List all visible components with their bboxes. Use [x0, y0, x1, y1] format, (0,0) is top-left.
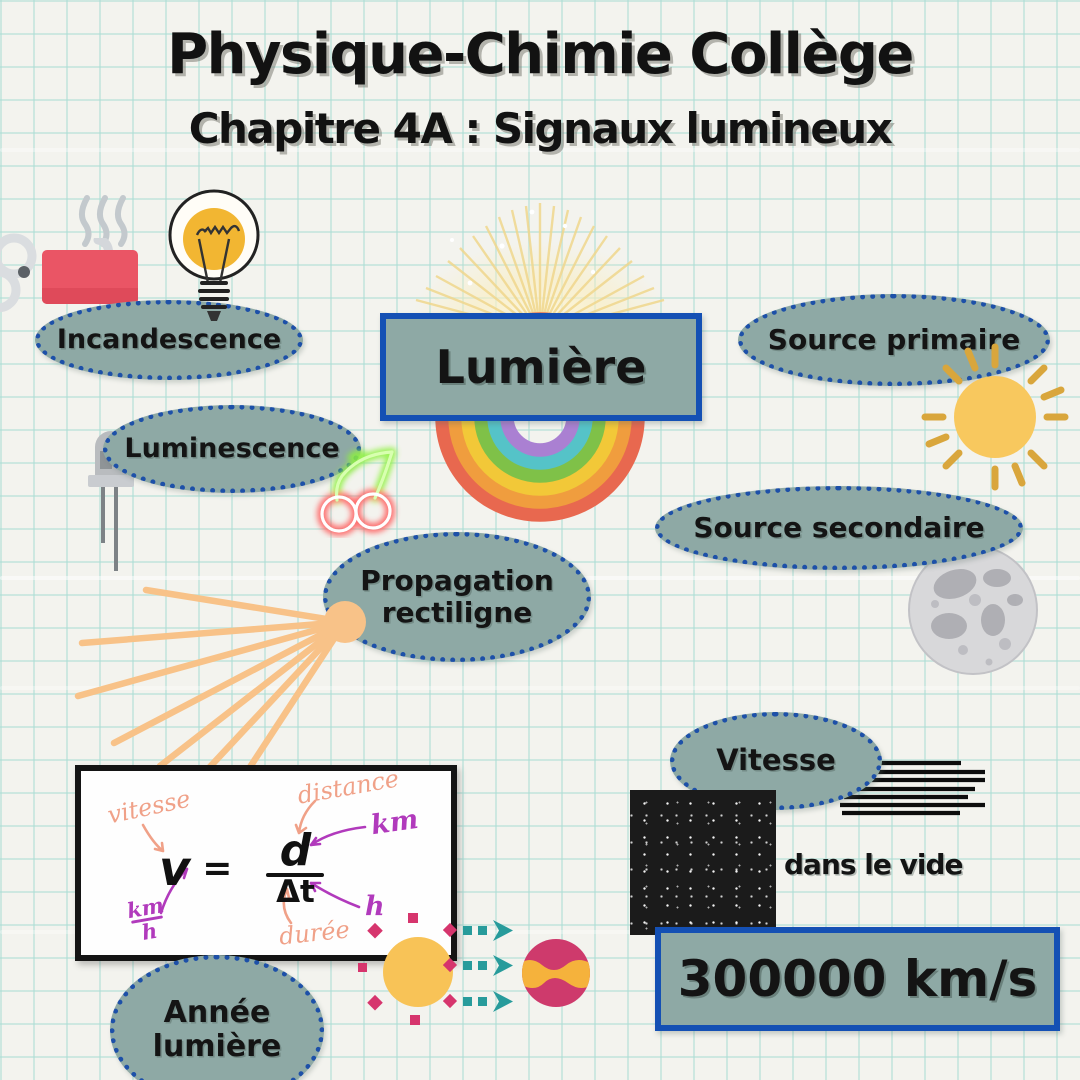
- bubble-propagation: Propagation rectiligne: [323, 532, 591, 662]
- moon-icon: [908, 545, 1038, 675]
- formula-lhs: v: [159, 840, 191, 897]
- node-lumiere: Lumière: [380, 313, 702, 421]
- planet-icon: [522, 939, 590, 1007]
- speed-lines-icon: [840, 760, 985, 816]
- formula-fraction-bar: [266, 873, 325, 877]
- formula-equals: =: [202, 848, 233, 889]
- paper-crease: [0, 148, 1080, 152]
- bubble-incandescence: Incandescence: [35, 300, 303, 380]
- formula-arrows: [141, 799, 367, 925]
- bubble-source-primaire-label: Source primaire: [767, 322, 1021, 356]
- annotation-km: km: [369, 803, 421, 842]
- bubble-annee-line1: Année: [163, 994, 271, 1030]
- kmh-denominator: h: [139, 917, 160, 945]
- space-square-icon: [630, 790, 776, 935]
- bubble-propagation-line2: rectiligne: [381, 596, 533, 629]
- sun-small-icon: [358, 913, 453, 1025]
- lightbulb-icon: [168, 189, 260, 321]
- bubble-annee-lumiere: Année lumière: [110, 955, 324, 1080]
- bubble-source-primaire: Source primaire: [738, 294, 1050, 386]
- formula-denominator: Δt: [276, 874, 315, 910]
- sun-icon: [921, 343, 1069, 491]
- formula-fraction: d Δt: [266, 825, 325, 910]
- page-subtitle: Chapitre 4A : Signaux lumineux: [188, 104, 893, 153]
- speed-value-box: 300000 km/s: [655, 927, 1060, 1031]
- bubble-annee-line2: lumière: [152, 1029, 282, 1064]
- bubble-luminescence-label: Luminescence: [124, 433, 340, 465]
- bubble-luminescence: Luminescence: [103, 405, 361, 493]
- paper-crease: [0, 686, 1080, 690]
- annotation-h: h: [365, 891, 385, 922]
- speed-value-label: 300000 km/s: [677, 950, 1038, 1008]
- bubble-vitesse-label: Vitesse: [716, 743, 836, 778]
- bubble-incandescence-label: Incandescence: [56, 324, 282, 356]
- formula-main: v = d Δt: [159, 825, 325, 910]
- formula-whiteboard: vitesse distance km h durée km h v = d Δ…: [75, 764, 457, 961]
- page-title: Physique-Chimie Collège: [167, 22, 914, 87]
- light-rays-icon: [74, 586, 366, 774]
- bubble-propagation-line1: Propagation: [360, 563, 554, 597]
- toaster-icon: [42, 238, 138, 304]
- neon-cherries-icon: [317, 447, 397, 536]
- context-label: dans le vide: [784, 848, 964, 881]
- bubble-source-secondaire: Source secondaire: [655, 486, 1023, 570]
- travel-arrows-icon: [443, 920, 513, 1012]
- chain-links-icon: [0, 233, 37, 313]
- node-lumiere-label: Lumière: [435, 340, 647, 394]
- bubble-source-secondaire-label: Source secondaire: [693, 510, 985, 544]
- bubble-vitesse: Vitesse: [670, 712, 882, 810]
- formula-numerator: d: [279, 825, 312, 876]
